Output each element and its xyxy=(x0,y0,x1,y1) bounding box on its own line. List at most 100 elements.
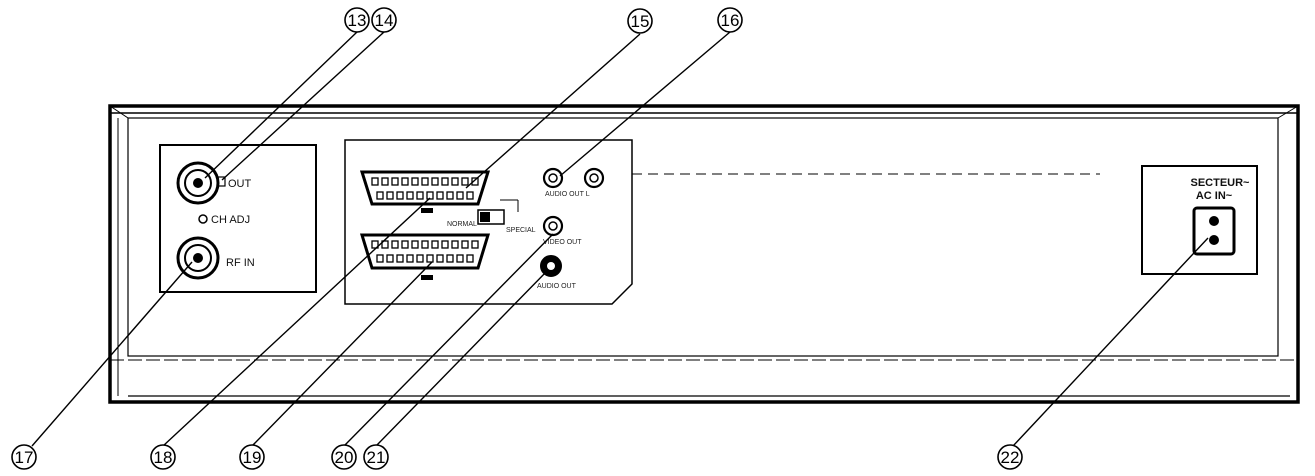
scart-pin xyxy=(381,177,389,186)
scart-pin xyxy=(466,254,474,263)
scart-pin xyxy=(416,191,424,200)
scart-pin xyxy=(371,240,379,249)
svg-text:14: 14 xyxy=(375,11,394,30)
scart-pin xyxy=(406,191,414,200)
scart-pin xyxy=(471,177,479,186)
scart-pin xyxy=(401,240,409,249)
scart-pin xyxy=(446,191,454,200)
mode-slide-switch xyxy=(477,199,519,225)
scart-pin xyxy=(441,177,449,186)
leader-17 xyxy=(31,261,193,447)
scart-pin xyxy=(386,191,394,200)
rf-out-marker xyxy=(217,176,226,187)
callout-16: 16 xyxy=(717,7,743,33)
scart-pin xyxy=(391,177,399,186)
scart-pin xyxy=(396,191,404,200)
rf-out-jack xyxy=(176,161,220,205)
scart-pin xyxy=(436,254,444,263)
callout-13: 13 xyxy=(344,7,370,33)
scart-pin xyxy=(406,254,414,263)
leader-21 xyxy=(375,269,549,447)
chassis-inner xyxy=(127,117,1279,357)
chassis-corner-left xyxy=(109,105,129,119)
scart-pin xyxy=(396,254,404,263)
svg-text:13: 13 xyxy=(348,11,367,30)
ac-inlet-panel xyxy=(1141,165,1258,275)
ac-inlet: SECTEUR~ AC IN~ xyxy=(1141,165,1258,275)
leader-16 xyxy=(559,31,731,177)
callout-19: 19 xyxy=(239,444,265,470)
scart-pin xyxy=(376,254,384,263)
rf-module: OUT CH ADJ RF IN xyxy=(159,144,317,293)
callout-20: 20 xyxy=(331,444,357,470)
scart-pin xyxy=(381,240,389,249)
scart-pin xyxy=(431,177,439,186)
svg-text:16: 16 xyxy=(721,11,740,30)
callout-22: 22 xyxy=(997,444,1023,470)
scart-2-tag xyxy=(421,275,433,280)
callout-21: 21 xyxy=(363,444,389,470)
scart-pin xyxy=(446,254,454,263)
leader-18 xyxy=(162,197,431,447)
chassis-corner-right xyxy=(1277,105,1299,119)
scart-pin xyxy=(431,240,439,249)
scart-pin xyxy=(461,240,469,249)
svg-text:21: 21 xyxy=(367,448,386,467)
chassis xyxy=(108,104,1300,404)
scart-pin xyxy=(421,240,429,249)
callout-15: 15 xyxy=(627,8,653,34)
scart-pin xyxy=(376,191,384,200)
leader-22 xyxy=(1012,237,1209,447)
leader-lines xyxy=(31,31,1209,447)
leader-13 xyxy=(204,31,358,179)
video-out-label: VIDEO OUT xyxy=(543,239,582,246)
svg-text:22: 22 xyxy=(1001,448,1020,467)
callout-17: 17 xyxy=(11,444,37,470)
svg-text:19: 19 xyxy=(243,448,262,467)
leader-20 xyxy=(343,233,554,447)
scart-pin xyxy=(426,191,434,200)
ac-inlet-label-1: SECTEUR~ xyxy=(1191,177,1251,189)
video-out-jack xyxy=(542,215,564,237)
rf-module-outline xyxy=(159,144,317,293)
audio-out-jack-l xyxy=(583,167,605,189)
callout-18: 18 xyxy=(150,444,176,470)
normal-label: NORMAL xyxy=(447,221,477,228)
svg-text:15: 15 xyxy=(631,12,650,31)
rf-in-label: RF IN xyxy=(226,257,255,269)
scart-pin xyxy=(436,191,444,200)
callout-numbers: 13 14 15 16 17 18 19 20 xyxy=(11,7,1023,470)
ac-inlet-pin-top xyxy=(1209,216,1219,226)
leader-14 xyxy=(221,31,385,181)
scart-connector-1 xyxy=(359,170,491,213)
scart-pin xyxy=(426,254,434,263)
leader-19 xyxy=(251,261,433,447)
special-label: SPECIAL xyxy=(506,227,536,234)
ac-inlet-pin-bottom xyxy=(1209,235,1219,245)
svg-text:17: 17 xyxy=(15,448,34,467)
scart-pin xyxy=(416,254,424,263)
audio-out-jack-r xyxy=(542,167,564,189)
scart-pin xyxy=(451,177,459,186)
rf-in-jack xyxy=(176,236,220,280)
ch-adj-screw xyxy=(198,214,208,224)
scart-pin xyxy=(386,254,394,263)
ac-inlet-label-2: AC IN~ xyxy=(1196,190,1233,202)
scart-pin xyxy=(456,191,464,200)
rf-out-label: OUT xyxy=(228,178,252,190)
scart-pin xyxy=(466,191,474,200)
scart-pin xyxy=(461,177,469,186)
leader-15 xyxy=(465,33,641,189)
scart-connector-2 xyxy=(359,233,491,280)
callout-14: 14 xyxy=(371,7,397,33)
scart-pin xyxy=(371,177,379,186)
scart-pin xyxy=(471,240,479,249)
scart-pin xyxy=(421,177,429,186)
audio-out-jack-bottom xyxy=(540,255,562,277)
audio-out-l-label: AUDIO OUT L xyxy=(545,191,590,198)
svg-text:18: 18 xyxy=(154,448,173,467)
scart-pin xyxy=(441,240,449,249)
chassis-outer xyxy=(108,104,1300,404)
audio-out-bottom-label: AUDIO OUT xyxy=(537,283,577,290)
